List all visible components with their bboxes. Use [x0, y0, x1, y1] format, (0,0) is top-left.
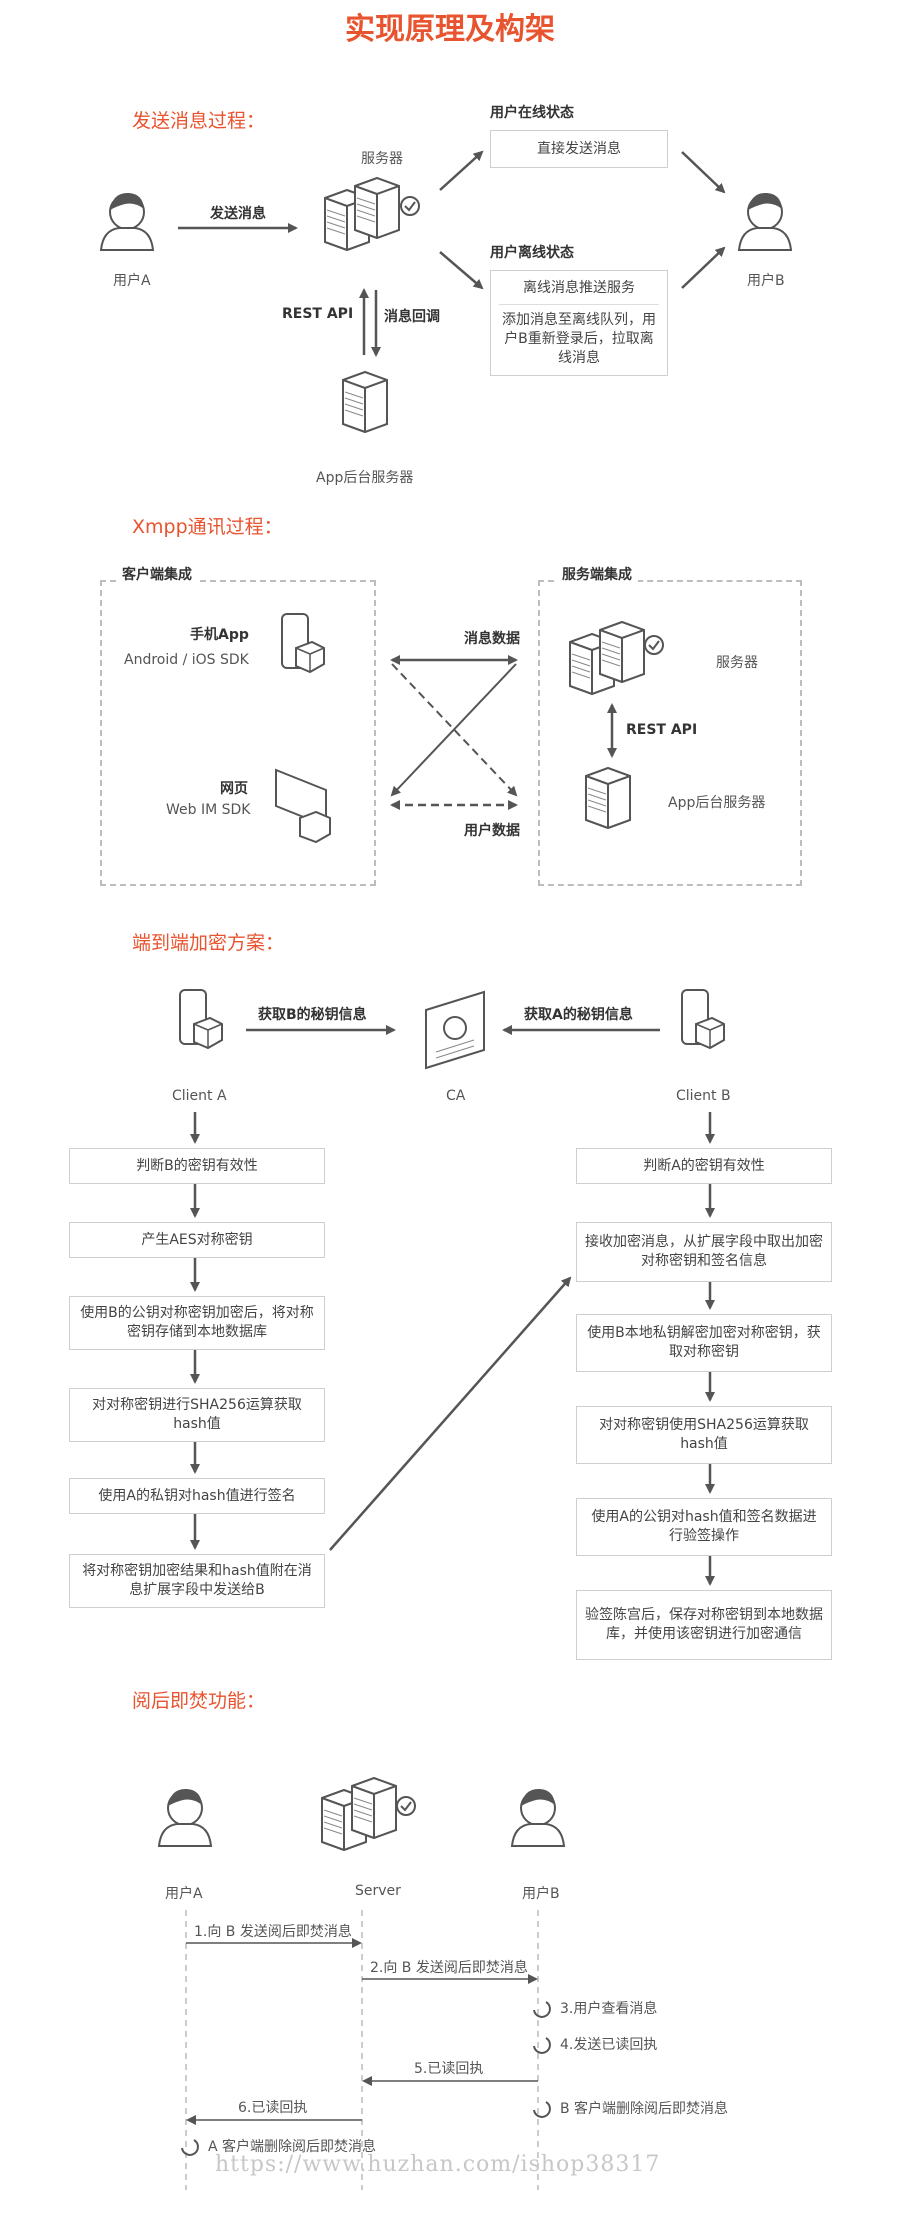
left-step-6: 将对称密钥加密结果和hash值附在消息扩展字段中发送给B	[69, 1554, 325, 1608]
burn-user-a-icon	[158, 1787, 212, 1847]
user-b-icon	[738, 191, 792, 251]
server-integration-tag: 服务端集成	[556, 564, 638, 584]
user-data-label: 用户数据	[464, 823, 520, 839]
client-integration-box	[100, 580, 376, 886]
rest-api-label: REST API	[282, 306, 354, 322]
xmpp-server-label: 服务器	[716, 655, 758, 671]
user-a-icon	[100, 191, 154, 251]
left-step-2: 产生AES对称密钥	[69, 1222, 325, 1258]
get-a-key-label: 获取A的秘钥信息	[524, 1007, 633, 1023]
burn-msg-5: 5.已读回执	[414, 2061, 484, 2077]
burn-msg-6: B 客户端删除阅后即焚消息	[560, 2101, 729, 2117]
client-b-phone-icon	[681, 989, 725, 1049]
burn-msg-7: 6.已读回执	[238, 2100, 308, 2116]
get-b-key-label: 获取B的秘钥信息	[258, 1007, 367, 1023]
client-a-label: Client A	[172, 1088, 227, 1104]
left-step-3: 使用B的公钥对称密钥加密后，将对称密钥存储到本地数据库	[69, 1296, 325, 1350]
burn-user-b-label: 用户B	[522, 1886, 560, 1902]
burn-msg-4: 4.发送已读回执	[560, 2037, 658, 2053]
self-loop-icons	[181, 2001, 551, 2156]
app-server-icon	[342, 371, 388, 433]
burn-heading: 阅后即焚功能：	[132, 1690, 266, 1712]
phone-app-label: 手机App	[190, 627, 249, 643]
ca-label: CA	[446, 1088, 466, 1104]
right-step-2: 接收加密消息，从扩展字段中取出加密对称密钥和签名信息	[576, 1222, 832, 1282]
right-step-1: 判断A的密钥有效性	[576, 1148, 832, 1184]
left-step-5: 使用A的私钥对hash值进行签名	[69, 1478, 325, 1514]
phone-sdk-label: Android / iOS SDK	[124, 652, 249, 668]
burn-msg-3: 3.用户查看消息	[560, 2001, 658, 2017]
ca-certificate-icon	[425, 990, 485, 1070]
e2e-heading: 端到端加密方案：	[132, 932, 285, 954]
online-state-label: 用户在线状态	[490, 105, 574, 121]
send-process-heading: 发送消息过程：	[132, 110, 266, 132]
page-title: 实现原理及构架	[345, 12, 555, 47]
client-a-phone-icon	[179, 989, 223, 1049]
callback-label: 消息回调	[384, 309, 440, 325]
offline-state-label: 用户离线状态	[490, 245, 574, 261]
right-step-6: 验签陈宫后，保存对称密钥到本地数据库，并使用该密钥进行加密通信	[576, 1590, 832, 1660]
send-message-label: 发送消息	[210, 206, 266, 222]
xmpp-heading: Xmpp通讯过程：	[132, 516, 283, 538]
burn-msg-8: A 客户端删除阅后即焚消息	[208, 2139, 377, 2155]
left-step-4: 对对称密钥进行SHA256运算获取hash值	[69, 1388, 325, 1442]
web-sdk-label: Web IM SDK	[166, 802, 251, 818]
xmpp-app-server-label: App后台服务器	[668, 795, 766, 811]
burn-msg-2: 2.向 B 发送阅后即焚消息	[370, 1960, 528, 1976]
user-b-label: 用户B	[747, 273, 785, 289]
server-cluster-icon-2	[569, 621, 664, 695]
user-a-label: 用户A	[113, 273, 151, 289]
app-server-label: App后台服务器	[316, 470, 414, 486]
server-label: 服务器	[361, 151, 403, 167]
offline-push-box: 离线消息推送服务 添加消息至离线队列，用户B重新登录后，拉取离线消息	[490, 270, 668, 376]
online-direct-send-box: 直接发送消息	[490, 130, 668, 168]
client-b-label: Client B	[676, 1088, 731, 1104]
right-step-4: 对对称密钥使用SHA256运算获取hash值	[576, 1406, 832, 1464]
msg-data-label: 消息数据	[464, 631, 520, 647]
burn-user-b-icon	[511, 1787, 565, 1847]
right-step-3: 使用B本地私钥解密加密对称密钥，获取对称密钥	[576, 1314, 832, 1372]
xmpp-rest-api-label: REST API	[626, 722, 698, 738]
right-step-5: 使用A的公钥对hash值和签名数据进行验签操作	[576, 1498, 832, 1556]
web-label: 网页	[220, 781, 248, 797]
burn-user-a-label: 用户A	[165, 1886, 203, 1902]
burn-server-icon	[321, 1777, 416, 1851]
web-icon	[275, 768, 331, 844]
server-cluster-icon	[324, 177, 420, 251]
left-step-1: 判断B的密钥有效性	[69, 1148, 325, 1184]
server-integration-box	[538, 580, 802, 886]
burn-msg-1: 1.向 B 发送阅后即焚消息	[194, 1924, 352, 1940]
offline-box-body: 添加消息至离线队列，用户B重新登录后，拉取离线消息	[502, 311, 656, 366]
client-integration-tag: 客户端集成	[116, 564, 198, 584]
burn-server-label: Server	[355, 1883, 401, 1899]
watermark: https://www.huzhan.com/ishop38317	[215, 2152, 661, 2177]
offline-box-title: 离线消息推送服务	[499, 279, 659, 305]
